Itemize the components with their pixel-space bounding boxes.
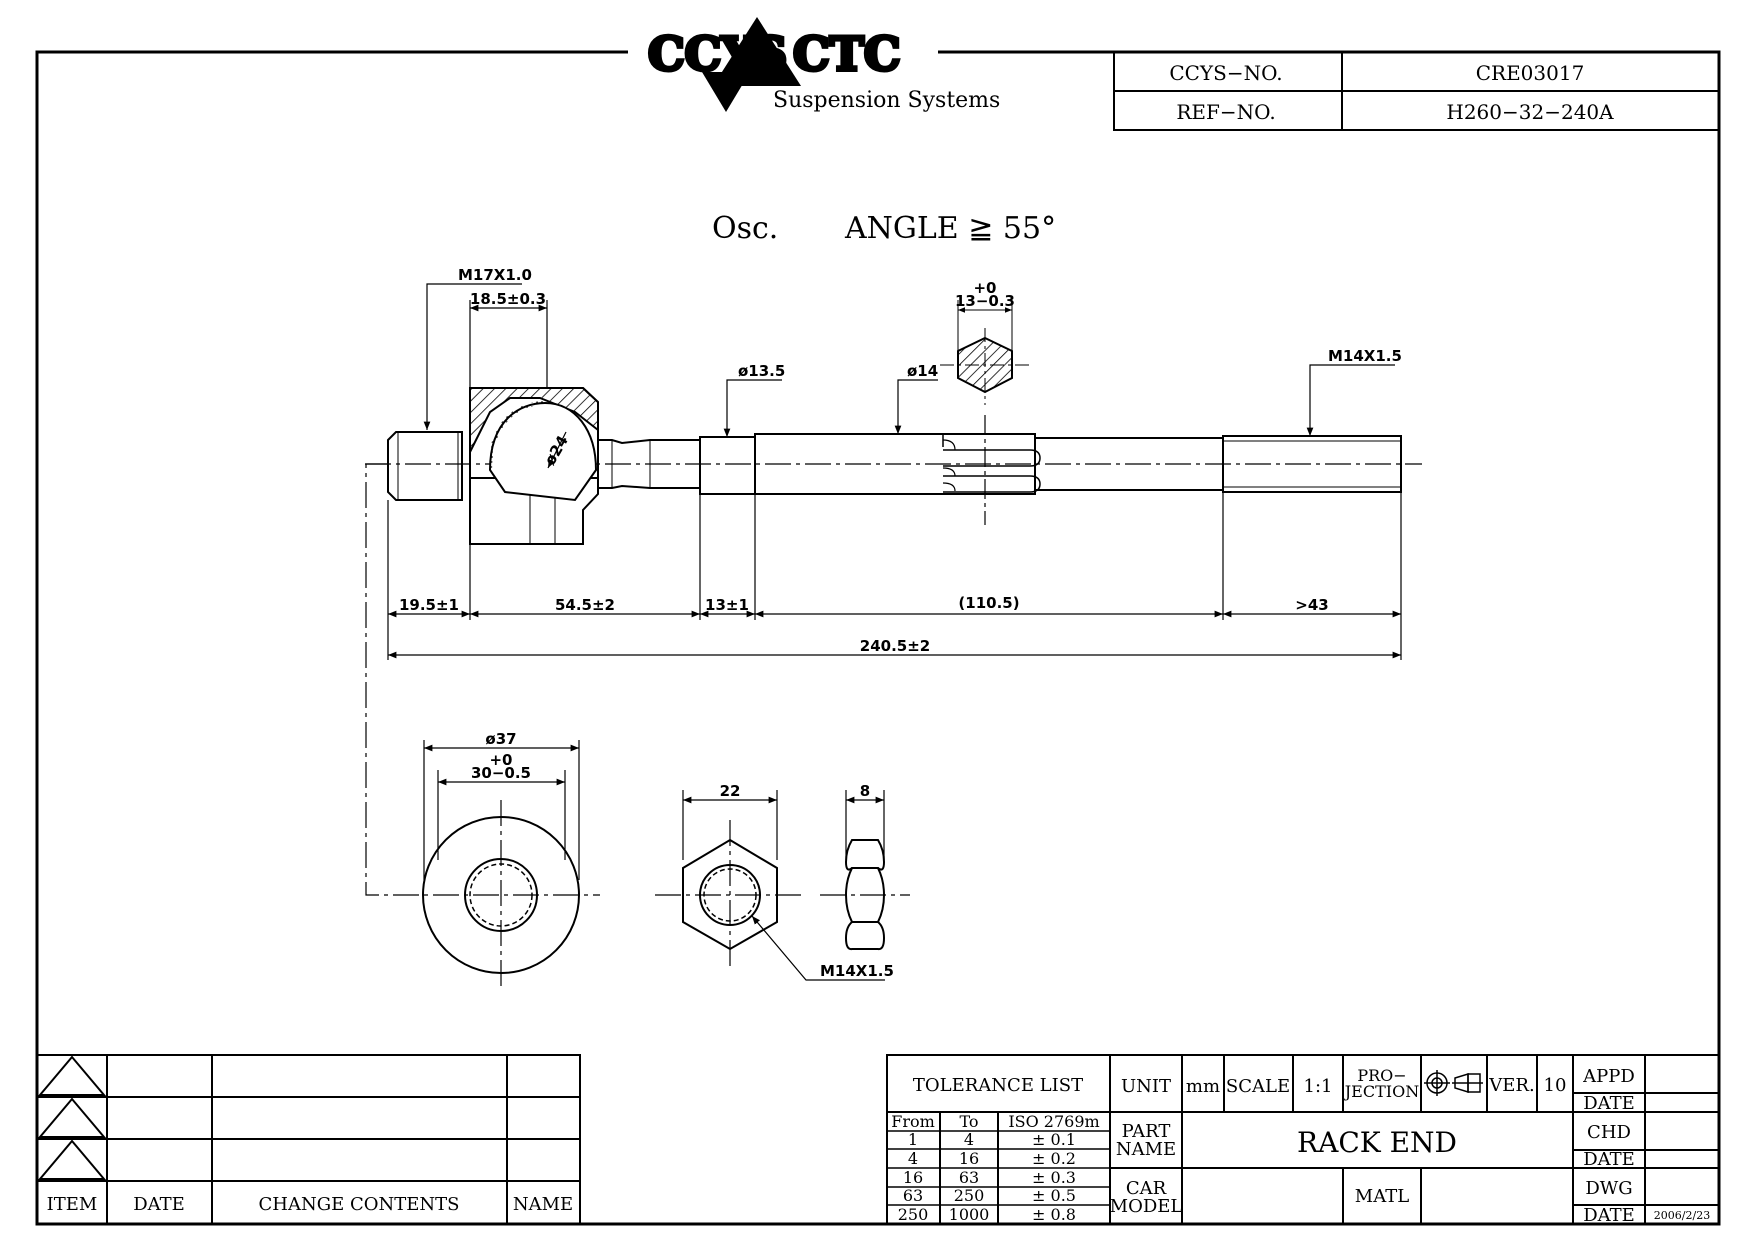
scale-value: 1:1 [1304, 1076, 1333, 1097]
part-name-label-2: NAME [1116, 1139, 1176, 1160]
projection-label-2: JECTION [1343, 1082, 1419, 1101]
flat-size: 13−0.3 [955, 292, 1015, 310]
ref-no-label: REF−NO. [1176, 100, 1275, 124]
ver-value: 10 [1544, 1075, 1567, 1096]
dim-housing-flat: 30−0.5 [471, 764, 531, 782]
dim-overall: 240.5±2 [860, 637, 930, 655]
tol-row-2-to: 16 [959, 1149, 979, 1168]
dim-housing-tol: +0 [489, 751, 512, 769]
rack-end-side-view [365, 387, 1422, 545]
flat-tol-plus: +0 [973, 279, 996, 297]
chd-date-label: DATE [1583, 1149, 1635, 1170]
dim-socket-width: 18.5±0.3 [470, 290, 546, 308]
rev-header-name: NAME [513, 1194, 573, 1215]
projection-symbol-icon [1424, 1070, 1483, 1096]
car-model-label-2: MODEL [1110, 1196, 1183, 1217]
dim-seg5: >43 [1295, 596, 1328, 614]
dim-nut-width: 22 [720, 782, 741, 800]
logo-left-text: CCYS [648, 27, 787, 81]
rev-header-date: DATE [133, 1194, 185, 1215]
appd-label: APPD [1582, 1066, 1635, 1087]
dim-thread-inner: M17X1.0 [458, 266, 532, 284]
tol-row-3-to: 63 [959, 1168, 979, 1187]
dim-nut-thickness: 8 [860, 782, 870, 800]
hex-flat-section [940, 300, 1030, 405]
projection-label-1: PRO− [1357, 1066, 1406, 1085]
tol-row-2-iso: ± 0.2 [1032, 1149, 1076, 1168]
dim-seg1: 19.5±1 [399, 596, 459, 614]
tolerance-header-iso: ISO 2769m [1008, 1112, 1099, 1131]
unit-value: mm [1186, 1076, 1220, 1097]
car-model-label-1: CAR [1126, 1178, 1167, 1199]
dim-seg2: 54.5±2 [555, 596, 615, 614]
chd-label: CHD [1587, 1122, 1631, 1143]
nut-side-view [820, 790, 910, 951]
tol-row-4-to: 250 [954, 1186, 985, 1205]
tol-row-3-from: 16 [903, 1168, 923, 1187]
tol-row-1-from: 1 [908, 1130, 918, 1149]
part-name-value: RACK END [1297, 1126, 1457, 1159]
appd-date-label: DATE [1583, 1093, 1635, 1114]
tol-row-2-from: 4 [908, 1149, 918, 1168]
dwg-label: DWG [1585, 1178, 1632, 1199]
matl-label: MATL [1355, 1186, 1409, 1207]
dim-thread-outer: M14X1.5 [1328, 347, 1402, 365]
tol-row-1-to: 4 [964, 1130, 974, 1149]
angle-note: ANGLE ≧ 55° [844, 211, 1056, 246]
ccys-no-value: CRE03017 [1476, 61, 1585, 85]
tol-row-5-iso: ± 0.8 [1032, 1205, 1076, 1224]
tol-row-4-iso: ± 0.5 [1032, 1186, 1076, 1205]
company-logo: CCYS CTC Suspension Systems [628, 17, 1000, 113]
tol-row-5-from: 250 [898, 1205, 929, 1224]
dim-shaft-dia: ø14 [907, 362, 938, 380]
scale-label: SCALE [1226, 1076, 1290, 1097]
dim-housing-dia: ø37 [485, 730, 516, 748]
unit-label: UNIT [1121, 1076, 1171, 1097]
logo-right-text: CTC [793, 27, 900, 81]
tolerance-header-to: To [959, 1112, 978, 1131]
dim-nut-thread: M14X1.5 [820, 962, 894, 980]
dwg-date-value: 2006/2/23 [1654, 1209, 1710, 1222]
dim-seg3: 13±1 [705, 596, 749, 614]
rev-header-change: CHANGE CONTENTS [259, 1194, 460, 1215]
drawing-number-table [1113, 51, 1720, 131]
tol-row-3-iso: ± 0.3 [1032, 1168, 1076, 1187]
ver-label: VER. [1488, 1075, 1534, 1096]
revision-table [36, 1054, 581, 1225]
dwg-date-label: DATE [1583, 1205, 1635, 1226]
nut-front-view [655, 790, 885, 981]
tolerance-header-from: From [891, 1112, 935, 1131]
osc-label: Osc. [712, 211, 778, 246]
ref-no-value: H260−32−240A [1446, 100, 1614, 124]
tol-row-1-iso: ± 0.1 [1032, 1130, 1076, 1149]
side-view-leaders [423, 283, 1395, 469]
tolerance-title: TOLERANCE LIST [913, 1075, 1083, 1096]
logo-subtitle: Suspension Systems [773, 88, 1000, 113]
dim-neck-dia: ø13.5 [738, 362, 785, 380]
length-dimensions [387, 492, 1402, 660]
projection-line [365, 463, 600, 896]
part-name-label-1: PART [1122, 1121, 1171, 1142]
ccys-no-label: CCYS−NO. [1169, 61, 1282, 85]
tol-row-4-from: 63 [903, 1186, 923, 1205]
dim-seg4: (110.5) [958, 594, 1019, 612]
rev-header-item: ITEM [47, 1194, 98, 1215]
housing-end-view [422, 740, 580, 990]
title-block [886, 1054, 1720, 1225]
tol-row-5-to: 1000 [949, 1205, 990, 1224]
